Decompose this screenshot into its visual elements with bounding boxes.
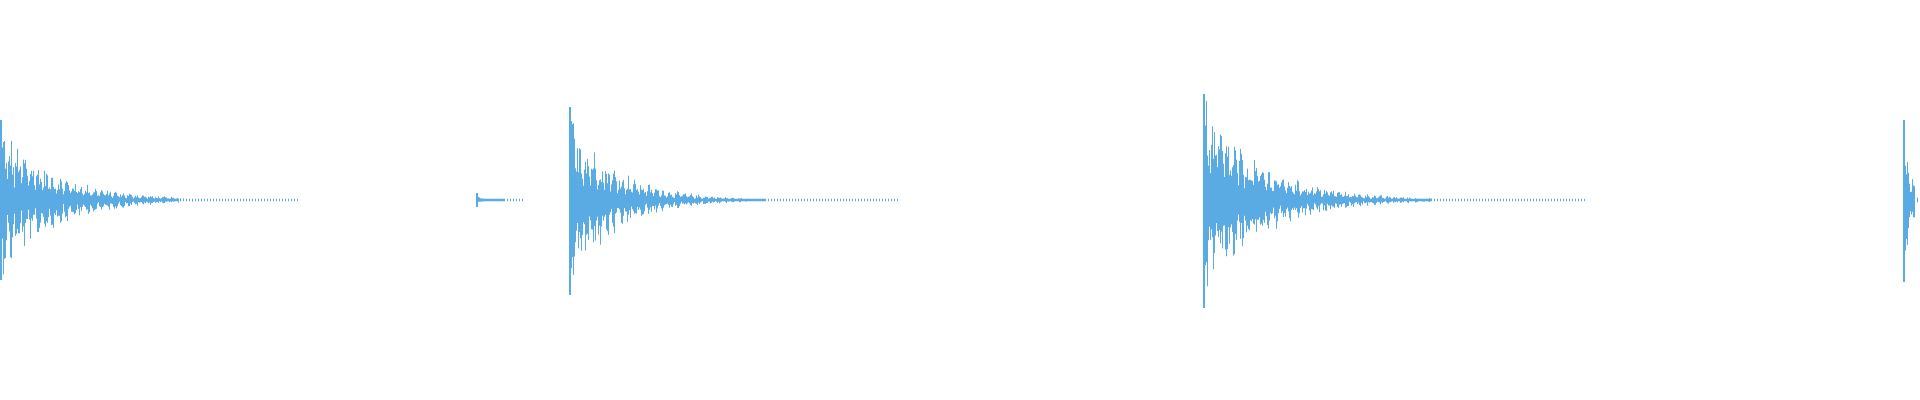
waveform-path-hit-1 — [0, 120, 298, 280]
waveform-hit-3 — [569, 107, 898, 295]
waveform-path-hit-4 — [1203, 94, 1585, 308]
waveform-path-hit-5 — [1903, 120, 1920, 282]
waveform-hit-5 — [1903, 120, 1920, 282]
waveform-path-hit-2 — [476, 193, 523, 207]
waveform-hit-4 — [1203, 94, 1585, 308]
waveform-hit-1 — [0, 120, 298, 280]
waveform-hit-2 — [476, 193, 523, 207]
waveform-path-hit-3 — [569, 107, 898, 295]
